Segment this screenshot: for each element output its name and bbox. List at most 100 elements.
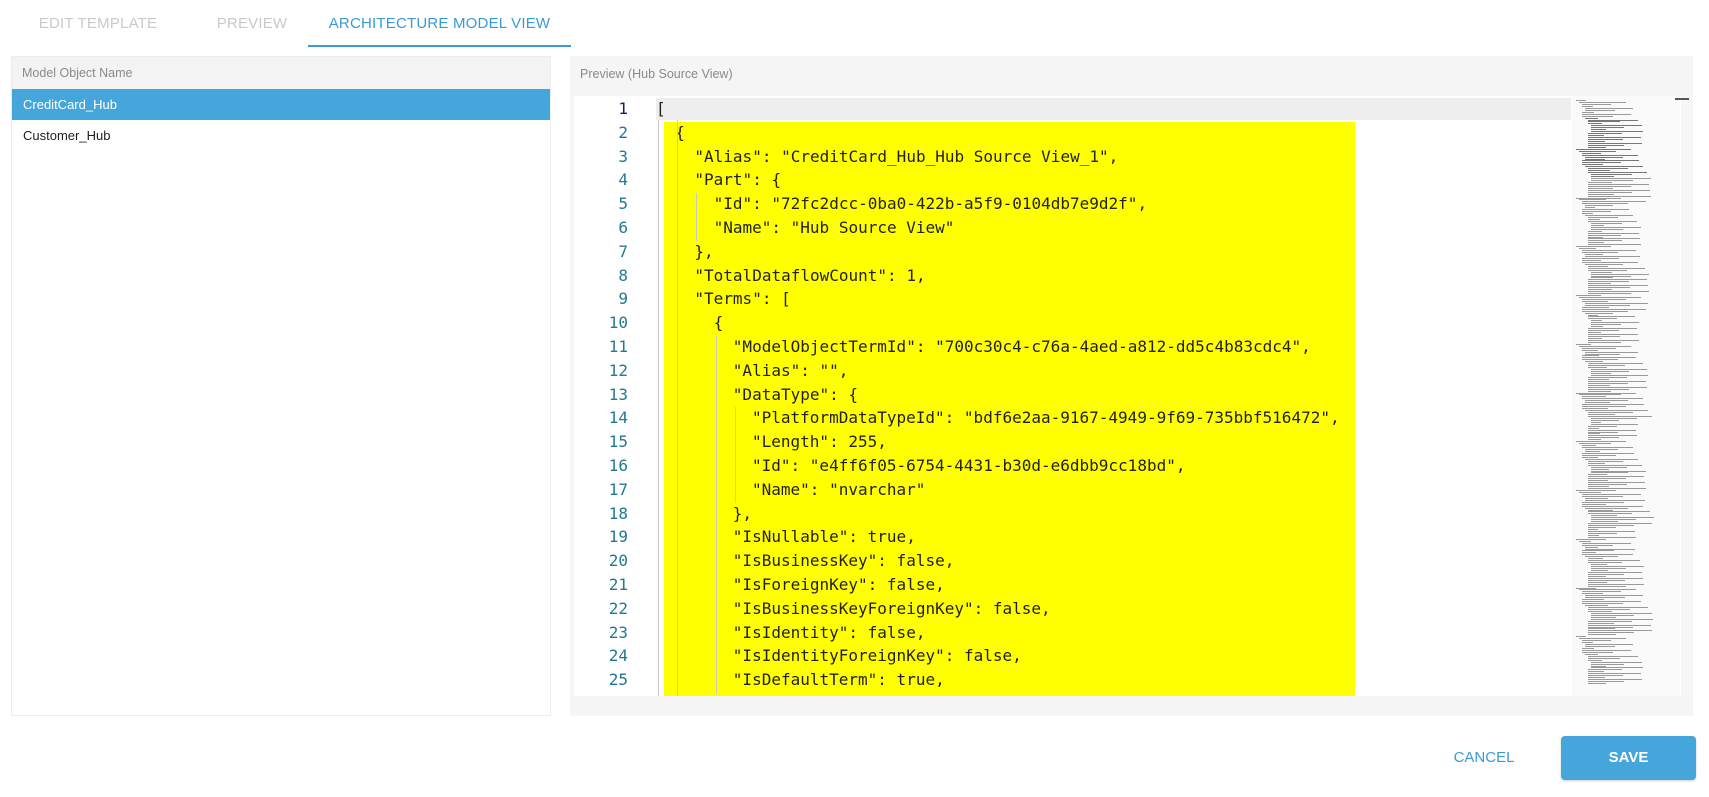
minimap-line [1591,129,1606,131]
minimap-line [1579,296,1641,298]
minimap-line [1591,515,1617,517]
minimap-line [1588,626,1633,628]
minimap-line [1588,328,1637,330]
line-number: 13 [608,384,628,404]
minimap-line [1591,222,1622,224]
line-number: 7 [618,241,628,261]
minimap-line [1588,390,1611,392]
tab-preview[interactable]: PREVIEW [216,15,288,32]
indent-guide [734,407,736,503]
code-minimap[interactable] [1572,96,1680,696]
minimap-line [1588,607,1648,608]
code-line: "IsDefaultTerm": true, [732,670,945,690]
minimap-line [1588,437,1619,439]
minimap-line [1591,369,1647,371]
minimap-line [1588,511,1650,513]
code-line: { [675,122,685,142]
minimap-line [1582,554,1633,556]
minimap-line [1585,166,1643,168]
minimap-line [1582,164,1603,166]
cancel-button[interactable]: CANCEL [1436,740,1532,776]
minimap-line [1588,293,1631,295]
code-line: "DataType": { [732,384,859,404]
minimap-line [1585,595,1643,597]
line-number: 21 [608,575,628,594]
minimap-line [1576,392,1636,394]
minimap-line [1588,189,1650,191]
minimap-line [1582,454,1616,456]
minimap-line [1582,359,1618,361]
minimap-line [1588,242,1604,244]
vertical-scrollbar[interactable] [1681,96,1691,696]
minimap-line [1579,394,1621,396]
minimap-line [1588,534,1599,536]
minimap-line [1591,417,1637,419]
model-object-list-panel: Model Object Name CreditCard_Hub Custome… [11,56,551,716]
minimap-line [1588,532,1617,534]
minimap-line [1582,349,1598,351]
minimap-line [1576,441,1626,443]
minimap-line [1588,562,1622,564]
minimap-line [1585,312,1613,314]
tab-architecture-model-view[interactable]: ARCHITECTURE MODEL VIEW [308,0,571,47]
code-line: "Alias": "CreditCard_Hub_Hub Source View… [694,146,1119,166]
minimap-line [1588,135,1604,137]
minimap-line [1588,429,1636,431]
minimap-line [1588,287,1630,289]
indent-guide [658,120,659,696]
line-number: 10 [608,313,628,333]
code-line: "ModelObjectTermId": "700c30c4-c76a-4aed… [732,337,1311,356]
list-item-customer-hub[interactable]: Customer_Hub [23,128,111,143]
minimap-line [1582,357,1636,359]
minimap-line [1582,115,1613,117]
minimap-line [1582,544,1613,546]
minimap-line [1582,211,1611,213]
minimap-line [1591,466,1627,468]
minimap-line [1591,226,1641,228]
minimap-line [1585,497,1608,499]
minimap-line [1585,353,1620,355]
minimap-line [1591,566,1644,568]
minimap-line [1588,281,1629,283]
minimap-line [1588,238,1640,240]
minimap-line [1591,569,1608,571]
minimap-line [1582,250,1636,252]
minimap-line [1588,123,1602,125]
minimap-line [1585,546,1598,548]
minimap-line [1588,220,1637,222]
indent-guide [677,120,679,696]
minimap-line [1576,295,1601,296]
code-line: [ [656,99,666,118]
minimap-line [1588,530,1635,532]
tab-edit-template[interactable]: EDIT TEMPLATE [38,15,158,32]
minimap-line [1588,476,1644,478]
list-item-creditcard-hub[interactable]: CreditCard_Hub [12,89,550,120]
minimap-line [1588,415,1652,417]
save-button[interactable]: SAVE [1561,736,1696,780]
minimap-line [1588,573,1624,575]
code-line: "Name": "Hub Source View" [713,218,955,237]
code-line: "Alias": "", [732,360,849,380]
minimap-line [1588,335,1620,337]
minimap-line [1582,152,1601,154]
minimap-line [1588,427,1599,429]
minimap-line [1588,460,1623,462]
minimap-line [1588,575,1606,577]
code-area[interactable]: [ { "Alias": "CreditCard_Hub_Hub Source Vi… [656,96,1571,696]
minimap-line [1588,337,1602,339]
minimap-line [1588,529,1598,530]
minimap-line [1588,334,1638,335]
minimap-line [1582,261,1638,263]
minimap-line [1591,374,1648,376]
minimap-line [1588,634,1616,636]
minimap-line [1588,181,1612,183]
minimap-line [1588,318,1617,320]
minimap-line [1576,538,1606,540]
scrollbar-thumb[interactable] [1675,98,1689,100]
minimap-line [1582,456,1598,458]
minimap-line [1588,525,1634,527]
minimap-line [1582,203,1628,205]
minimap-line [1588,673,1641,675]
tab-bar: EDIT TEMPLATE PREVIEW ARCHITECTURE MODEL… [0,0,1709,48]
